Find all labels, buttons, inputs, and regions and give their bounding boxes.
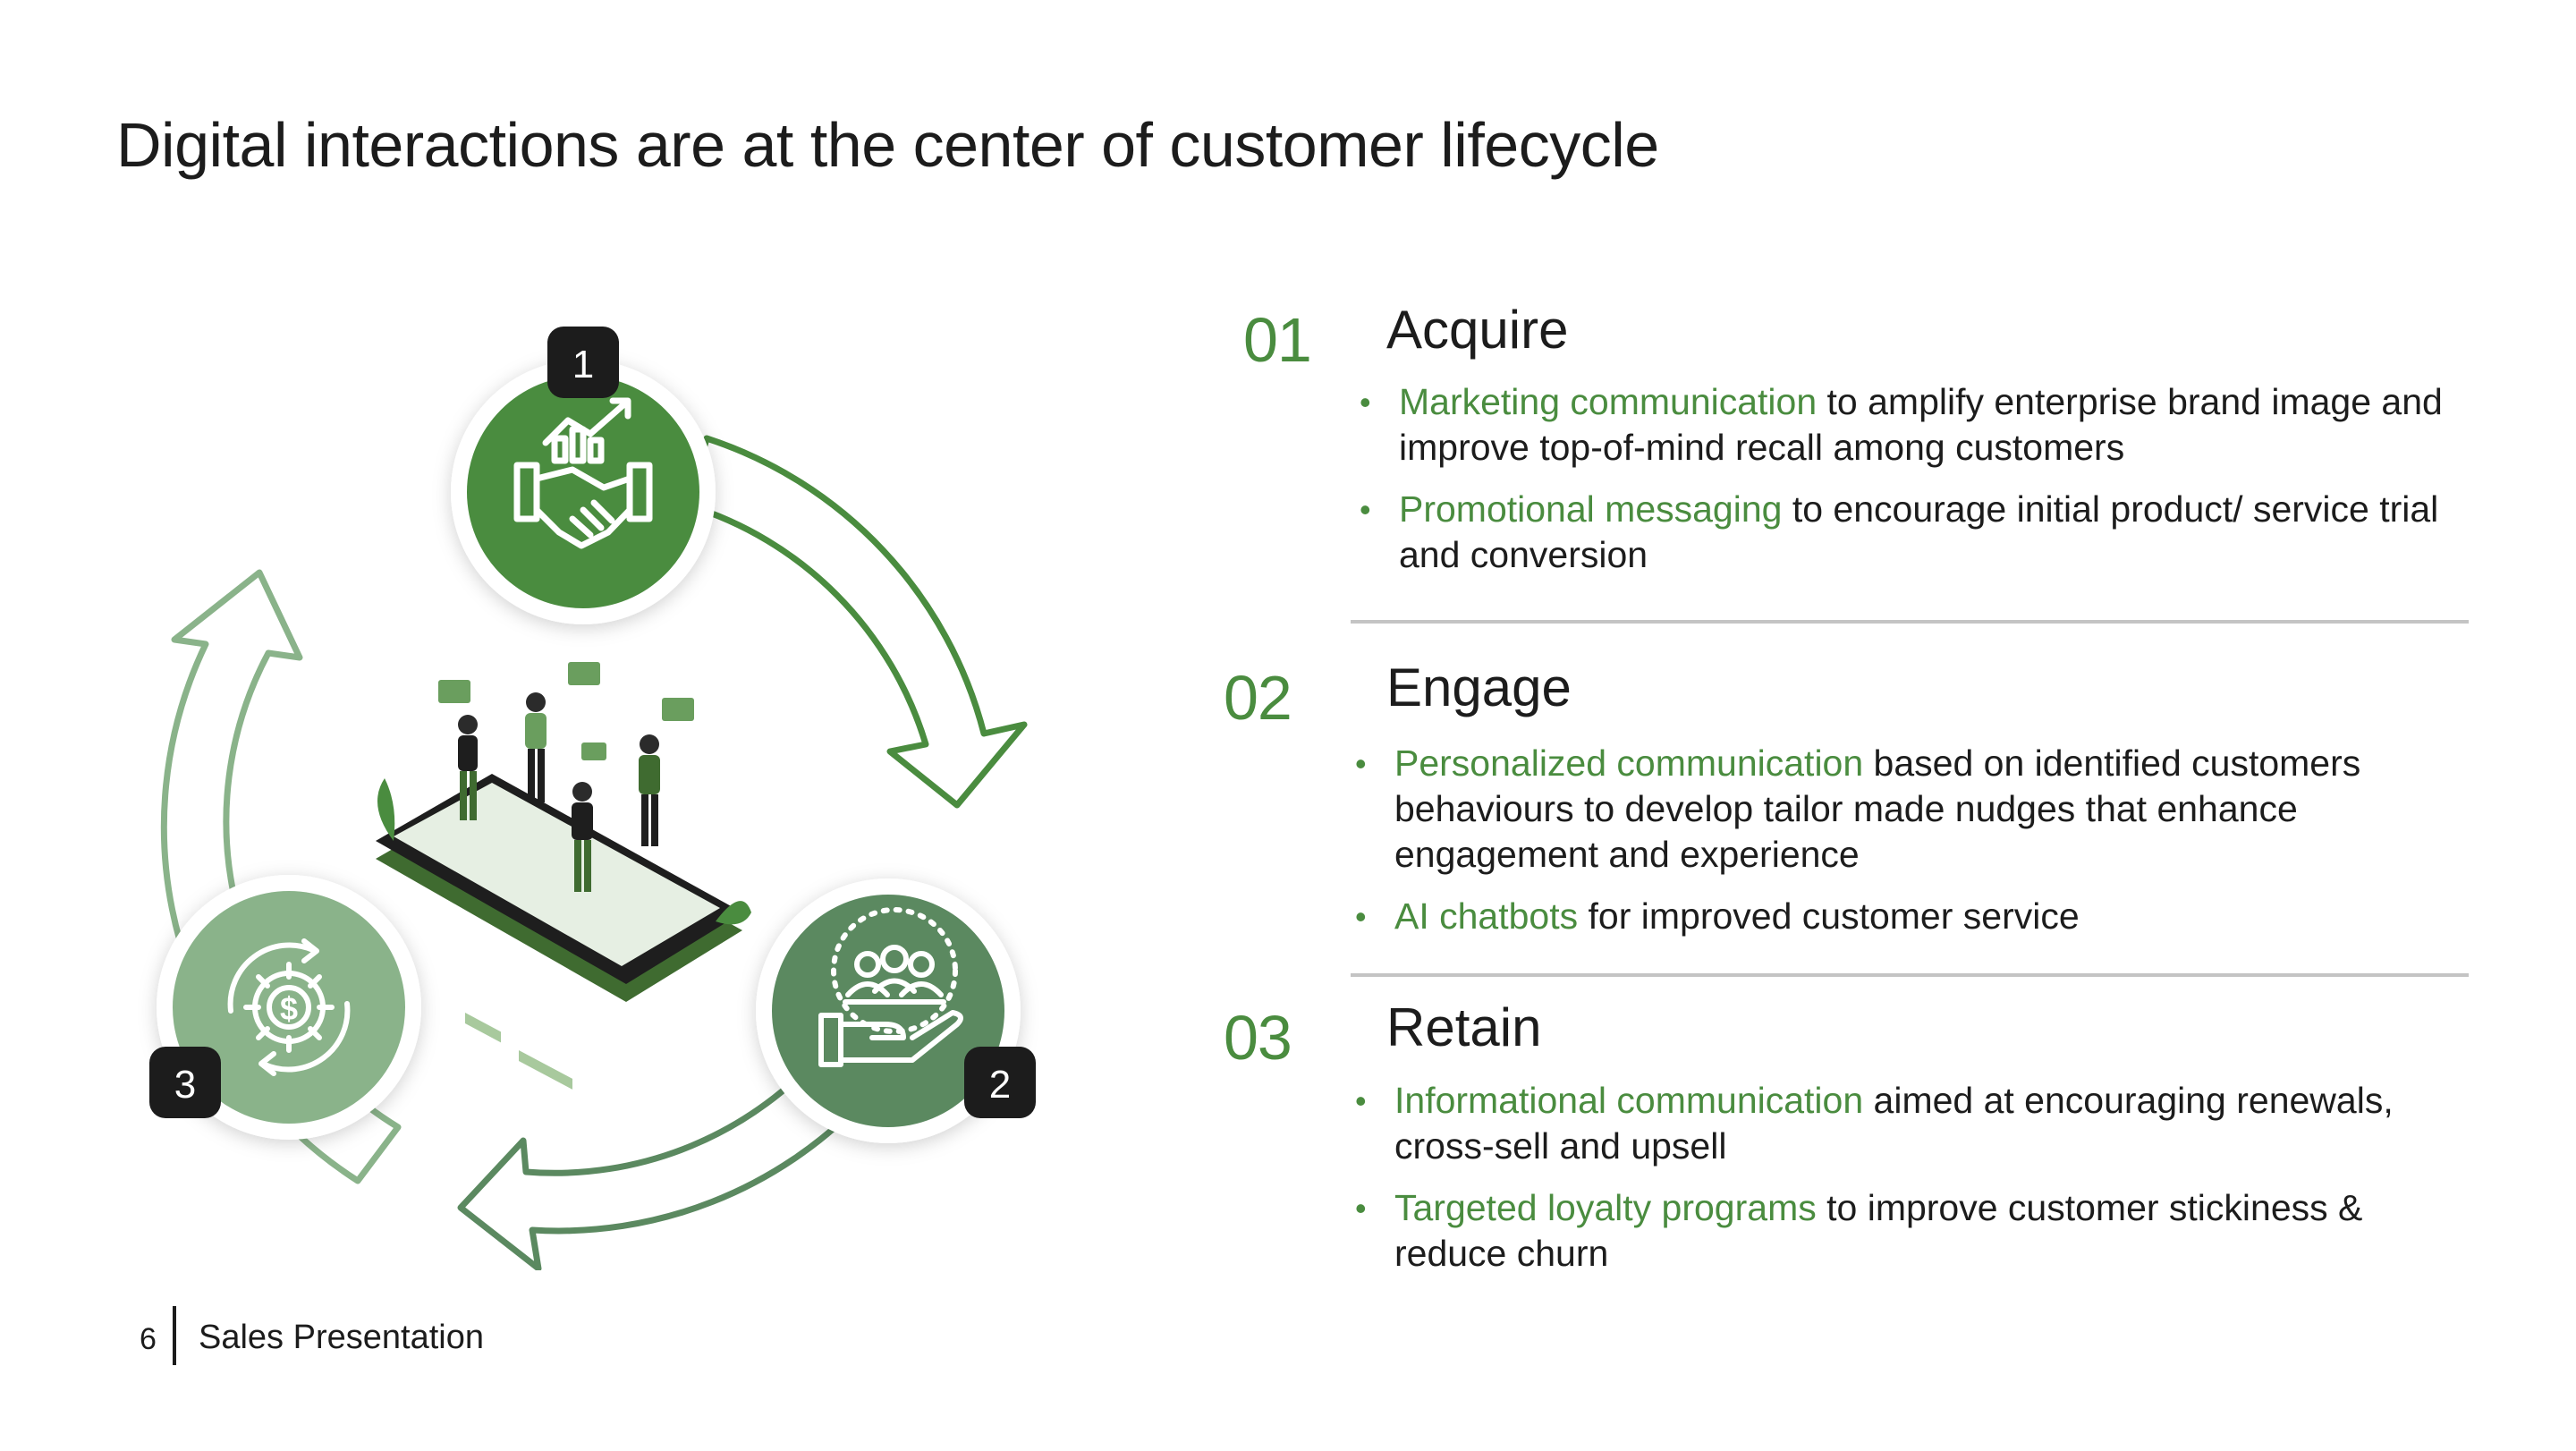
bullet-icon: • [1360, 384, 1371, 420]
footer-divider [173, 1306, 176, 1365]
list-item: •Promotional messaging to encourage init… [1360, 488, 2439, 575]
cycle-arrow-top-right [685, 435, 1028, 809]
people-on-phone-illustration [376, 662, 751, 1090]
section-title: Acquire [1386, 300, 1569, 360]
list-item: •Marketing communication to amplify ente… [1360, 381, 2443, 468]
list-item: •Informational communication aimed at en… [1355, 1080, 2394, 1167]
bullet-icon: • [1355, 1190, 1367, 1226]
section-divider [1351, 973, 2469, 977]
bullet-icon: • [1360, 491, 1371, 528]
cycle-arrow-bottom [457, 1043, 867, 1270]
dollar-gear-cycle-icon [227, 938, 351, 1076]
section-divider [1351, 620, 2469, 624]
handshake-growth-icon [513, 397, 653, 549]
team-care-icon [818, 907, 963, 1067]
badge-3-label: 3 [174, 1063, 196, 1107]
bullet-icon: • [1355, 1082, 1367, 1119]
bullet-icon: • [1355, 745, 1367, 782]
list-item: •Targeted loyalty programs to improve cu… [1355, 1187, 2363, 1274]
list-item: •Personalized communication based on ide… [1355, 742, 2361, 875]
cycle-node-2: 2 [756, 878, 1036, 1143]
list-item: •AI chatbots for improved customer servi… [1355, 894, 2473, 939]
cycle-node-3: $ 3 [149, 875, 421, 1140]
slide-title: Digital interactions are at the center o… [116, 110, 1659, 180]
lifecycle-cycle-diagram: 1 2 $ [149, 327, 1036, 1270]
section-number: 01 [1243, 305, 1312, 375]
bullet-list: •Informational communication aimed at en… [1355, 1078, 2473, 1293]
section-title: Engage [1386, 658, 1572, 717]
badge-2-label: 2 [989, 1063, 1011, 1107]
section-title: Retain [1386, 997, 1542, 1057]
bullet-list: •Marketing communication to amplify ente… [1360, 379, 2478, 594]
badge-1-label: 1 [572, 343, 594, 386]
section-number: 03 [1224, 1003, 1292, 1073]
svg-text:$: $ [280, 990, 298, 1027]
bullet-icon: • [1355, 898, 1367, 935]
page-number: 6 [140, 1322, 157, 1356]
section-number: 02 [1224, 663, 1292, 733]
cycle-node-1: 1 [451, 327, 716, 624]
bullet-list: •Personalized communication based on ide… [1355, 741, 2473, 955]
footer-label: Sales Presentation [199, 1319, 484, 1356]
